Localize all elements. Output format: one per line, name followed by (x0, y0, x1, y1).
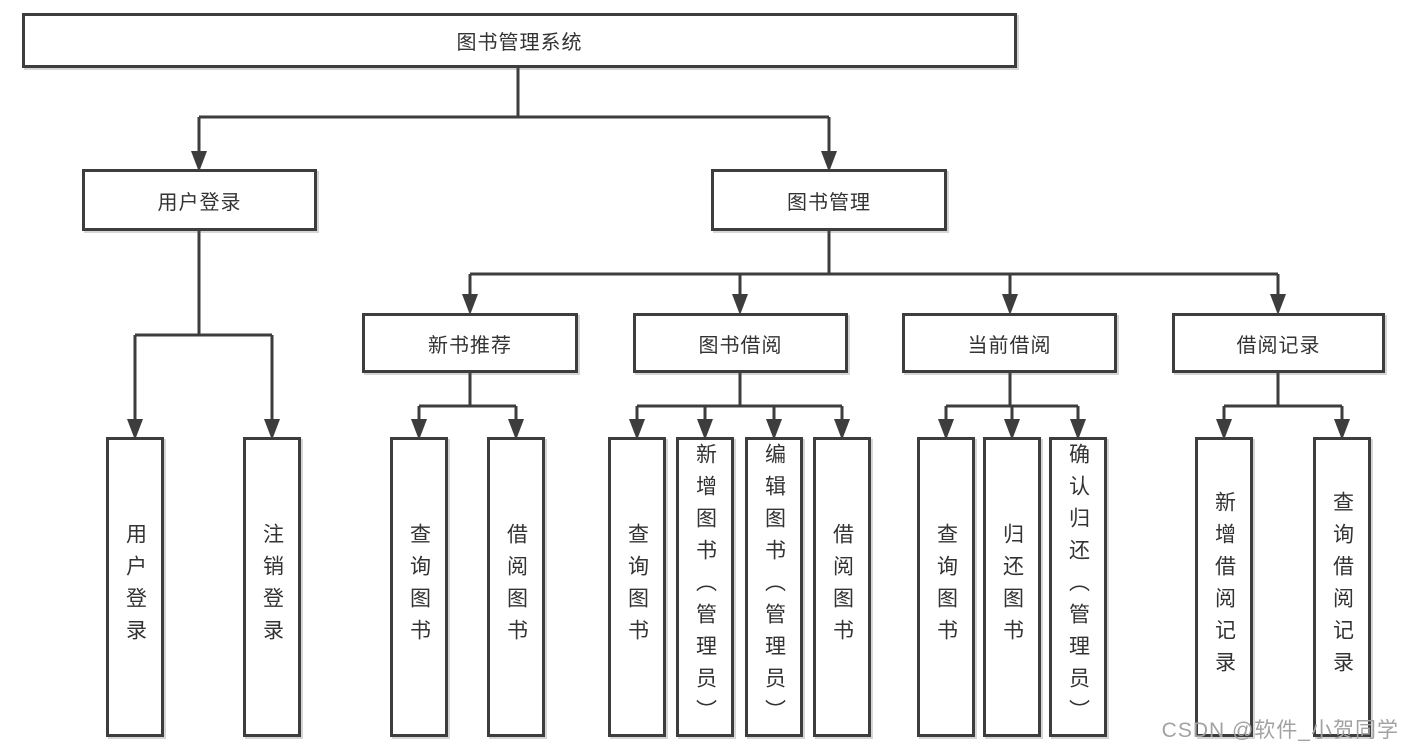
leaf-query-books-recommend-label: 查询图书 (407, 523, 431, 651)
leaf-add-books-admin: 新增图书（管理员） (676, 437, 734, 737)
leaf-edit-books-admin: 编辑图书（管理员） (745, 437, 803, 737)
leaf-add-books-admin-label: 新增图书（管理员） (693, 443, 717, 731)
arrowhead (462, 294, 478, 315)
leaf-logout: 注销登录 (243, 437, 301, 737)
node-book-management: 图书管理 (711, 169, 947, 231)
node-root: 图书管理系统 (22, 13, 1017, 68)
leaf-query-borrow-record: 查询借阅记录 (1313, 437, 1371, 737)
leaf-query-books-borrow-label: 查询图书 (625, 523, 649, 651)
arrowhead (191, 151, 207, 172)
leaf-user-login-label: 用户登录 (123, 523, 147, 651)
node-book-management-label: 图书管理 (787, 191, 871, 214)
node-root-label: 图书管理系统 (456, 32, 583, 54)
leaf-query-books-borrow: 查询图书 (608, 437, 666, 737)
arrowhead (1334, 419, 1350, 440)
node-borrow-records-label: 借阅记录 (1236, 334, 1321, 357)
node-new-book-recommend-label: 新书推荐 (428, 334, 512, 357)
arrowhead (1216, 419, 1232, 440)
node-book-borrow-label: 图书借阅 (698, 334, 783, 357)
arrowhead (1002, 294, 1018, 315)
leaf-confirm-return-admin: 确认归还（管理员） (1049, 437, 1107, 737)
leaf-logout-label: 注销登录 (260, 523, 284, 651)
node-book-borrow: 图书借阅 (633, 313, 848, 373)
arrowhead (732, 294, 748, 315)
leaf-return-books: 归还图书 (983, 437, 1041, 737)
arrowhead (264, 419, 280, 440)
node-user-login: 用户登录 (82, 169, 317, 231)
node-borrow-records: 借阅记录 (1172, 313, 1385, 373)
leaf-query-books-current-label: 查询图书 (934, 523, 958, 651)
leaf-borrow-books-recommend: 借阅图书 (487, 437, 545, 737)
node-current-borrow-label: 当前借阅 (967, 334, 1052, 357)
node-current-borrow: 当前借阅 (902, 313, 1117, 373)
leaf-user-login: 用户登录 (106, 437, 164, 737)
arrowhead (821, 151, 837, 172)
node-user-login-label: 用户登录 (157, 191, 242, 214)
leaf-return-books-label: 归还图书 (1000, 523, 1024, 651)
leaf-borrow-books-recommend-label: 借阅图书 (504, 523, 528, 651)
arrowhead (629, 419, 645, 440)
node-new-book-recommend: 新书推荐 (362, 313, 578, 373)
arrowhead (1070, 419, 1086, 440)
leaf-edit-books-admin-label: 编辑图书（管理员） (762, 443, 786, 731)
leaf-add-borrow-record: 新增借阅记录 (1195, 437, 1253, 737)
arrowhead (508, 419, 524, 440)
arrowhead (697, 419, 713, 440)
watermark: CSDN @软件_小贺同学 (1161, 719, 1399, 742)
arrowhead (766, 419, 782, 440)
leaf-query-books-current: 查询图书 (917, 437, 975, 737)
leaf-confirm-return-admin-label: 确认归还（管理员） (1066, 443, 1090, 731)
arrowhead (411, 419, 427, 440)
arrowhead (127, 419, 143, 440)
arrowhead (1004, 419, 1020, 440)
leaf-query-borrow-record-label: 查询借阅记录 (1330, 491, 1354, 683)
arrowhead (1270, 294, 1286, 315)
leaf-add-borrow-record-label: 新增借阅记录 (1212, 491, 1236, 683)
arrowhead (938, 419, 954, 440)
leaf-query-books-recommend: 查询图书 (390, 437, 448, 737)
arrowhead (834, 419, 850, 440)
leaf-borrow-books: 借阅图书 (813, 437, 871, 737)
leaf-borrow-books-label: 借阅图书 (830, 523, 854, 651)
